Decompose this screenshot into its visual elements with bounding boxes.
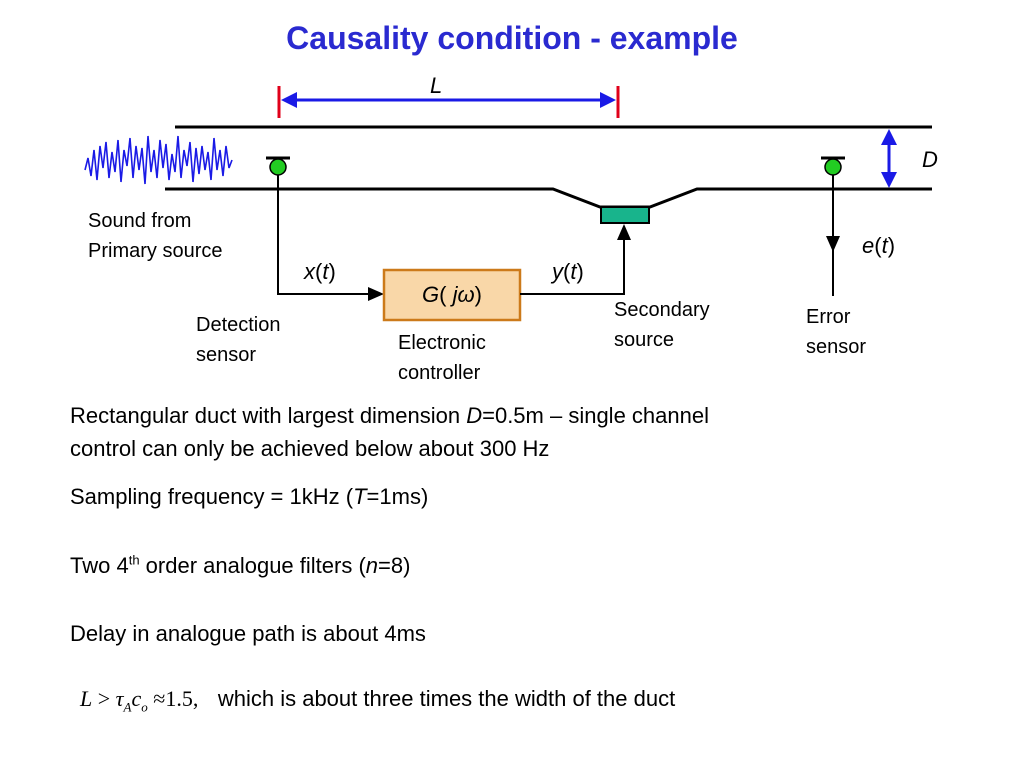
x-signal-label: x(t) <box>304 259 336 284</box>
depth-arrowhead-top <box>881 129 897 145</box>
x-signal-line <box>277 175 372 295</box>
primary-noise-waveform <box>84 135 233 185</box>
filters-line: Two 4th order analogue filters (n=8) <box>70 552 411 578</box>
length-label: L <box>430 73 443 98</box>
length-arrowhead-right <box>600 92 616 108</box>
detection-sensor-label: Detection sensor <box>196 314 281 366</box>
causality-formula-line: L > τAco ≈1.5, which is about three time… <box>80 686 676 715</box>
controller-function-label: G( jω) <box>422 282 482 307</box>
duct-diagram <box>84 86 932 322</box>
secondary-source <box>600 206 650 224</box>
primary-source-label: Sound from Primary source <box>88 210 223 262</box>
delay-line: Delay in analogue path is about 4ms <box>70 621 426 646</box>
y-signal-arrowhead <box>617 224 631 240</box>
error-sensor-label: Error sensor <box>806 306 867 358</box>
y-signal-label: y(t) <box>552 259 584 284</box>
y-signal-line <box>520 238 625 295</box>
formula: L > τAco ≈1.5, <box>80 686 199 715</box>
length-arrowhead-left <box>281 92 297 108</box>
controller-label: Electronic controller <box>398 332 486 384</box>
e-signal-label: e(t) <box>862 233 896 258</box>
sampling-frequency-line: Sampling frequency = 1kHz (T=1ms) <box>70 484 429 509</box>
x-signal-arrowhead <box>368 287 384 301</box>
depth-label: D <box>922 147 938 172</box>
secondary-source-label: Secondary source <box>614 299 710 351</box>
controller-box <box>382 268 522 322</box>
duct-bottom-wall <box>165 187 932 209</box>
duct-dimension-paragraph: Rectangular duct with largest dimension … <box>70 403 709 461</box>
depth-arrowhead-bottom <box>881 172 897 188</box>
error-sensor <box>824 158 842 176</box>
detection-sensor <box>269 158 287 176</box>
slide-title: Causality condition - example <box>286 20 738 56</box>
error-signal-arrowhead <box>826 236 840 252</box>
